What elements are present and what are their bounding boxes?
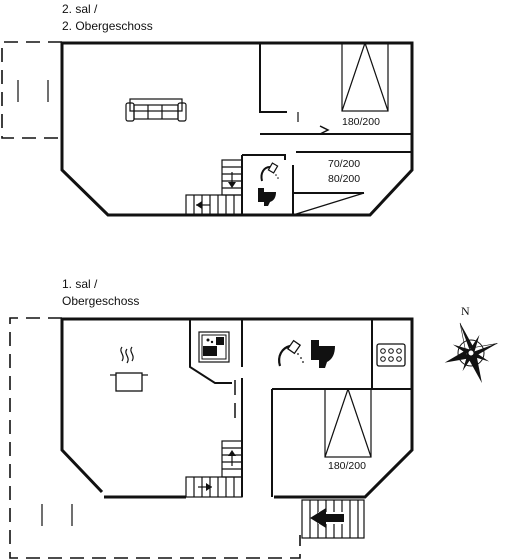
- balcony-outline: [1, 41, 62, 139]
- bed-size-label: 70/200: [328, 158, 360, 170]
- second-floor-title-line1: 2. sal /: [62, 2, 98, 16]
- second-floor-title-line2: 2. Obergeschoss: [62, 19, 153, 33]
- bed-size-label: 80/200: [328, 173, 360, 185]
- shower-icon: [260, 162, 279, 182]
- shower-icon: [278, 339, 304, 367]
- stairs-icon: [185, 159, 243, 216]
- bed-size-label: 180/200: [342, 116, 380, 128]
- whirlpool-icon: [376, 343, 406, 367]
- bed-size-label: 180/200: [328, 460, 366, 472]
- sofa-icon: [125, 98, 187, 122]
- stairs-icon: [185, 440, 243, 498]
- compass-north-label: N: [461, 304, 470, 318]
- toilet-icon: [311, 340, 335, 368]
- second-floor-outer-wall: [60, 41, 414, 217]
- stove-icon: [110, 346, 148, 392]
- bed-icon: [341, 42, 389, 112]
- entrance-arrow-icon: [301, 499, 365, 539]
- toilet-icon: [258, 188, 276, 206]
- first-floor-title-line2: Obergeschoss: [62, 294, 139, 308]
- first-floor-outer-wall: [60, 317, 414, 499]
- bed-icon: [324, 388, 372, 458]
- first-floor-title-line1: 1. sal /: [62, 277, 98, 291]
- first-floor-plan: 1. sal / Obergeschoss: [9, 277, 414, 559]
- sauna-icon: [198, 331, 230, 363]
- second-floor-plan: 2. sal / 2. Obergeschoss: [1, 2, 414, 217]
- compass-rose-icon: N: [444, 304, 498, 384]
- terrace-outline: [9, 317, 301, 559]
